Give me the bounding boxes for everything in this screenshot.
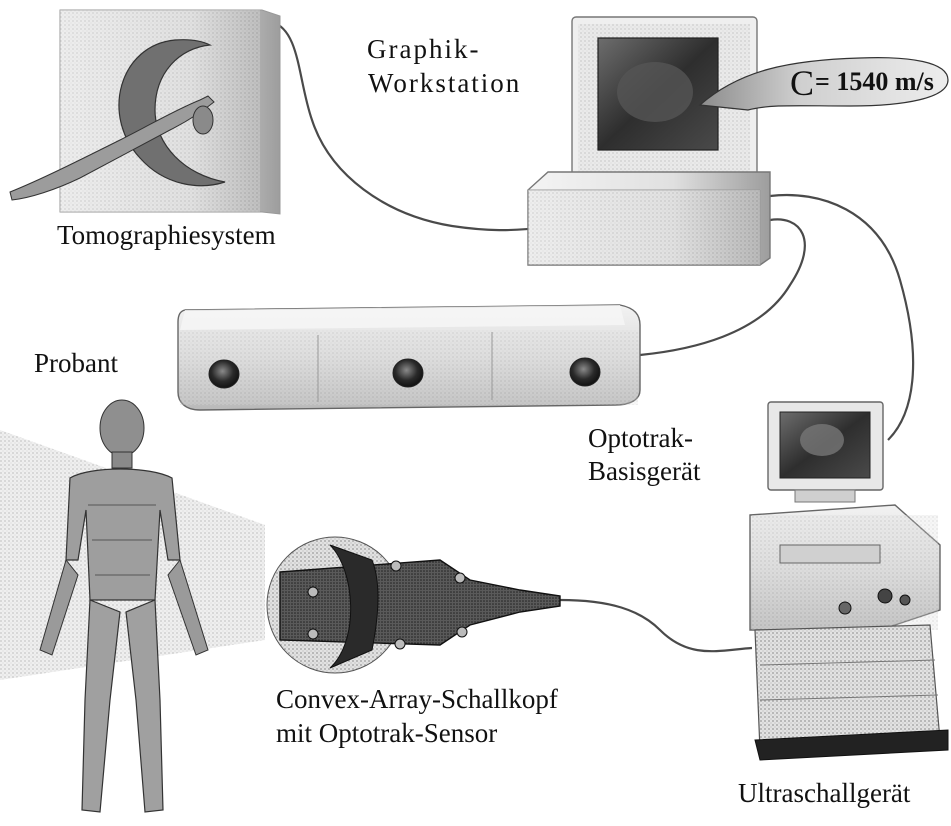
sound-speed-value: = 1540 m/s xyxy=(815,67,934,97)
label-tomography-system: Tomographiesystem xyxy=(57,220,276,251)
label-proband: Probant xyxy=(34,348,118,379)
cable-probe-to-ultrasound xyxy=(560,600,752,651)
label-probe-line2: mit Optotrak-Sensor xyxy=(276,718,497,749)
camera-lens-right xyxy=(570,358,600,386)
sound-speed-symbol: C xyxy=(790,62,814,104)
label-workstation-line2: Workstation xyxy=(368,68,521,99)
label-probe-line1: Convex-Array-Schallkopf xyxy=(276,684,558,715)
proband-figure xyxy=(0,400,265,812)
label-optotrak-line1: Optotrak- xyxy=(588,423,693,454)
label-workstation-line1: Graphik- xyxy=(367,34,480,65)
ultrasound-device xyxy=(750,402,948,760)
camera-lens-center xyxy=(393,359,423,387)
optotrak-base-unit xyxy=(178,305,640,410)
label-optotrak-line2: Basisgerät xyxy=(588,456,700,487)
ultrasound-probe xyxy=(267,537,560,673)
tomography-system xyxy=(10,10,280,214)
label-ultrasound-device: Ultraschallgerät xyxy=(738,778,910,809)
graphics-workstation xyxy=(528,17,770,265)
camera-lens-left xyxy=(209,360,239,388)
